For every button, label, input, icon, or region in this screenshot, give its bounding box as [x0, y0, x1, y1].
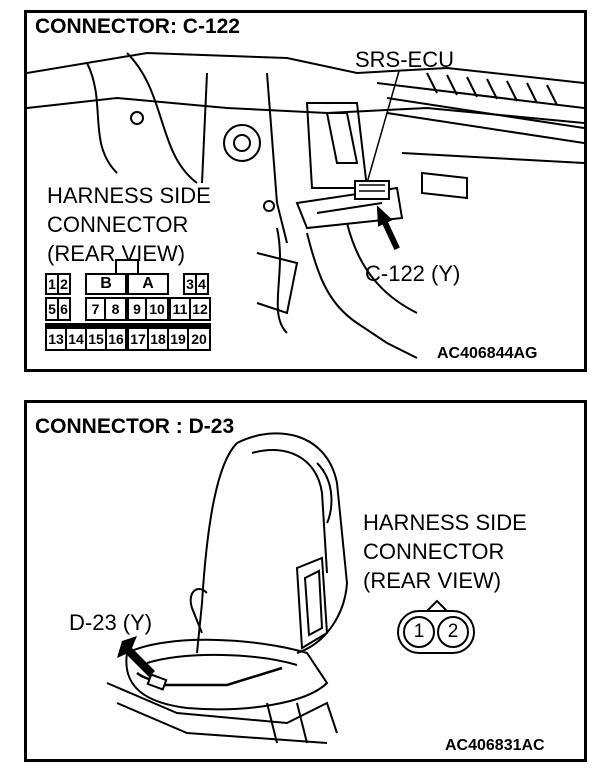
- pin-15: 15: [85, 327, 107, 351]
- connector-d23-panel: CONNECTOR : D-23 HARNESS SIDE CONNECTOR …: [24, 400, 587, 762]
- pin-b: B: [85, 273, 127, 295]
- pin-10: 10: [145, 297, 169, 321]
- pin-2: 2: [437, 616, 469, 648]
- pin-4: 4: [195, 273, 209, 295]
- pin-8: 8: [104, 297, 127, 321]
- dashboard-illustration: [27, 51, 584, 359]
- c122-pin-grid: 1 2 B A 3 4 5 6 7 8 9 10 11 12 13 14 15 …: [45, 259, 211, 353]
- d23-arrow: [117, 636, 155, 677]
- pin-17: 17: [127, 327, 149, 351]
- c122-connector-label: C-122 (Y): [365, 261, 461, 286]
- c122-arrow: [376, 205, 400, 251]
- harness-side-line1: HARNESS SIDE: [47, 183, 211, 208]
- seat-illustration: [106, 432, 450, 744]
- pin-19: 19: [167, 327, 189, 351]
- pin-6: 6: [57, 297, 71, 321]
- panel1-title: CONNECTOR: C-122: [31, 15, 244, 39]
- pin-a: A: [127, 273, 169, 295]
- pin-14: 14: [65, 327, 87, 351]
- pin-1: 1: [403, 616, 435, 648]
- pin-20: 20: [187, 327, 211, 351]
- d23-connector-label: D-23 (Y): [69, 610, 153, 635]
- row-separator: [45, 323, 211, 327]
- harness-side-line2: CONNECTOR: [47, 212, 189, 237]
- connector-latch: [115, 259, 139, 273]
- pin-16: 16: [105, 327, 127, 351]
- srs-ecu-label: SRS-ECU: [355, 47, 455, 72]
- d23-pin-housing: 1 2: [397, 610, 475, 654]
- panel2-figure-code: AC406831AC: [445, 737, 545, 754]
- harness-side-line3-d23: (REAR VIEW): [363, 568, 502, 593]
- pin-13: 13: [45, 327, 67, 351]
- harness-side-line2-d23: CONNECTOR: [363, 539, 505, 564]
- pin-11: 11: [169, 297, 191, 321]
- panel2-title: CONNECTOR : D-23: [31, 415, 239, 439]
- pin-2: 2: [57, 273, 71, 295]
- pin-7: 7: [85, 297, 106, 321]
- pin-18: 18: [147, 327, 169, 351]
- harness-side-line1-d23: HARNESS SIDE: [363, 510, 527, 535]
- panel1-figure-code: AC406844AG: [437, 345, 538, 362]
- pin-12: 12: [189, 297, 211, 321]
- pin-9: 9: [127, 297, 147, 321]
- connector-c122-panel: CONNECTOR: C-122 SRS-ECU HARNESS SIDE CO…: [24, 10, 587, 372]
